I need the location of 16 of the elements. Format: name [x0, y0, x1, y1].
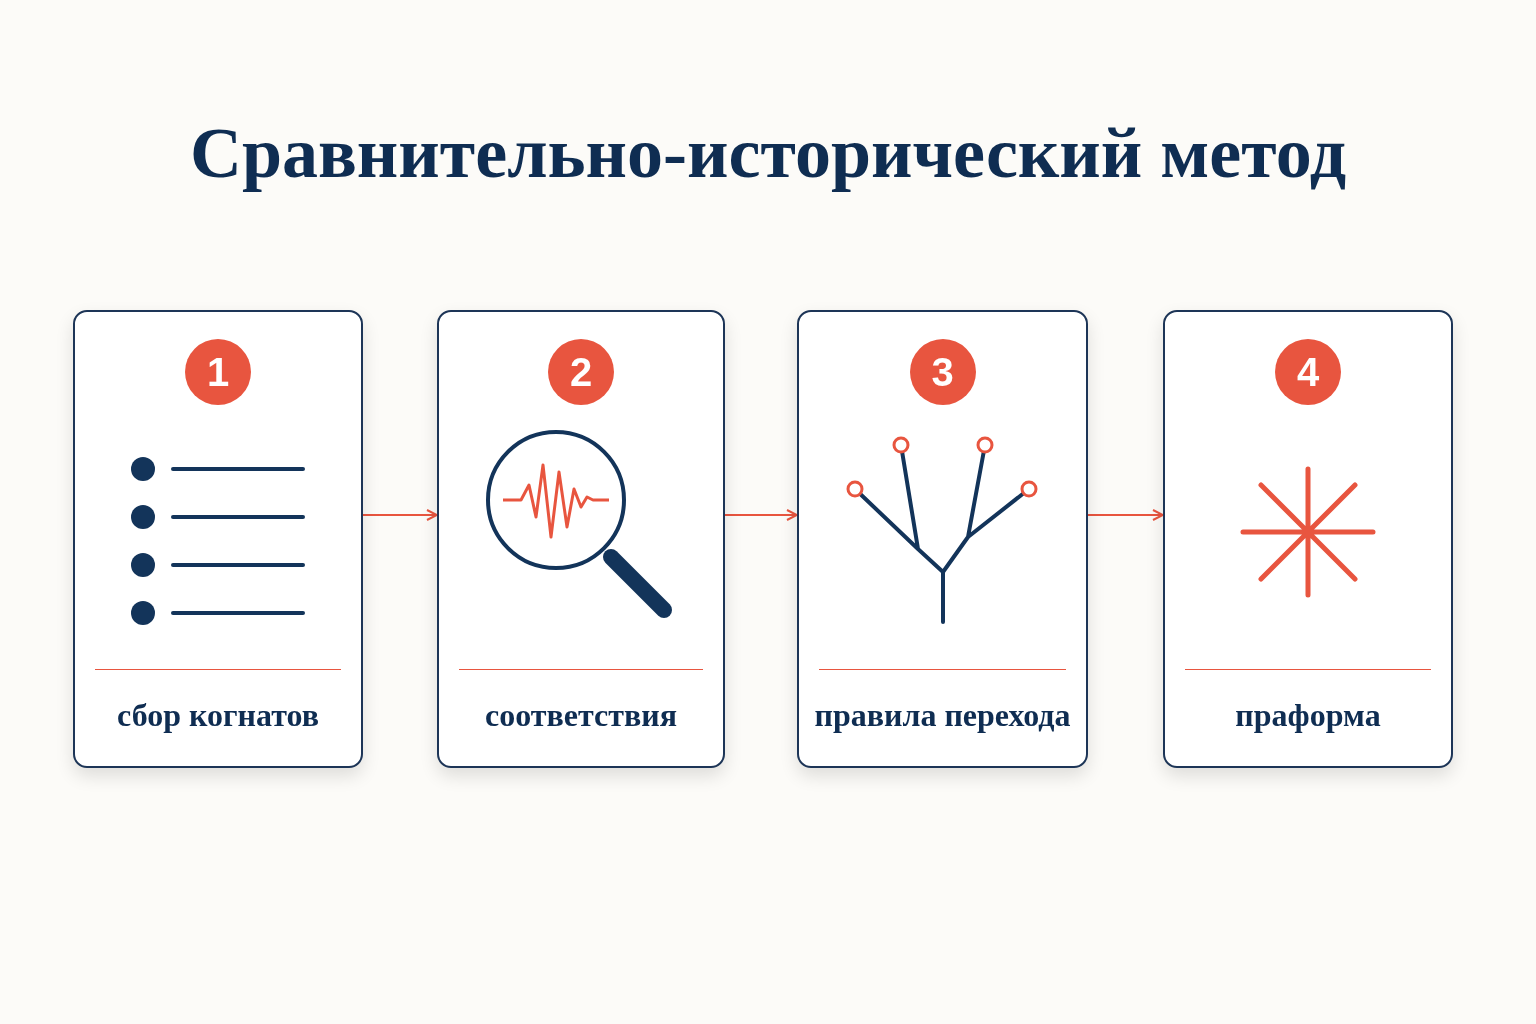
- step-card: [437, 310, 725, 768]
- number-badge: 4: [1275, 339, 1341, 405]
- step-label: правила перехода: [814, 697, 1071, 734]
- number-badge: 3: [909, 339, 976, 405]
- step-label: соответствия: [484, 697, 677, 734]
- step-label: сбор когнатов: [117, 697, 319, 734]
- step-card: [73, 310, 363, 768]
- number-badge: 2: [548, 339, 614, 405]
- arrow: [1087, 509, 1164, 521]
- arrow: [724, 509, 798, 521]
- step-card: [797, 310, 1088, 768]
- step-label: праформа: [1235, 697, 1381, 734]
- diagram-title: Сравнительно-исторический метод: [188, 112, 1348, 195]
- step-card: [1163, 310, 1453, 768]
- arrow: [362, 509, 438, 521]
- number-badge: 1: [185, 339, 251, 405]
